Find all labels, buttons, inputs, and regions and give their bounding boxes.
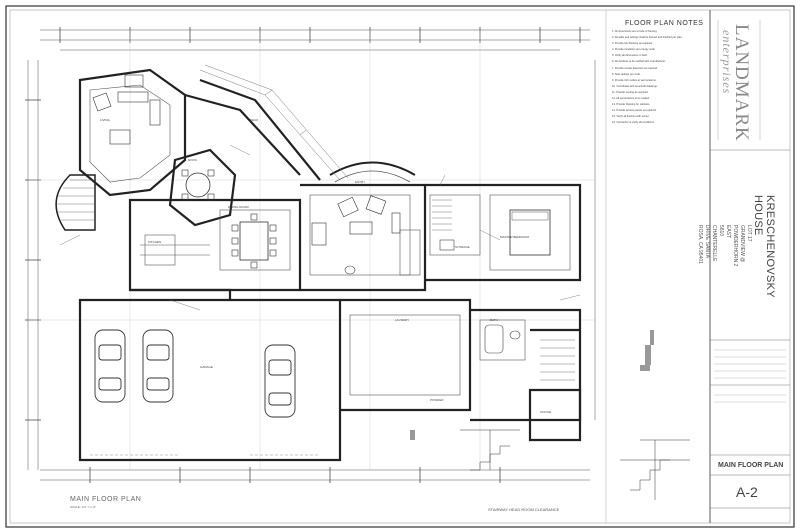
note-item: 13. Provide blocking for cabinets.	[612, 103, 651, 107]
room-label: ENTRY	[355, 180, 366, 184]
room-label: POWDER	[430, 398, 444, 402]
room-label: BATH	[490, 318, 498, 322]
note-item: 7. Provide smoke detectors as required.	[612, 66, 658, 70]
room-label: NOOK	[188, 158, 197, 162]
sheet-number: A-2	[736, 484, 758, 500]
stair-note: STAIRWAY HEAD ROOM CLEARANCE	[488, 507, 560, 512]
note-item: 15. Verify all finishes with owner.	[612, 115, 650, 119]
room-label: LIVING	[100, 118, 110, 122]
note-item: 2. All walls and ceilings shall be frame…	[612, 36, 683, 40]
notes-list: 1. All dimensions are to face of framing…	[612, 30, 704, 128]
brand-logo-sub: enterprises	[720, 30, 734, 95]
note-item: 1. All dimensions are to face of framing…	[612, 30, 658, 33]
note-item: 16. Contractor to verify all conditions.	[612, 121, 655, 125]
note-item: 11. Provide venting as required.	[612, 90, 649, 94]
project-name: KRESCHENOVSKY HOUSE	[752, 195, 776, 298]
note-item: 12. All penetrations to be sealed.	[612, 97, 650, 101]
notes-title: FLOOR PLAN NOTES	[625, 20, 704, 27]
note-item: 6. All windows to be verified with manuf…	[612, 60, 666, 64]
room-label: STORAGE	[455, 245, 470, 249]
room-label: KITCHEN	[148, 240, 162, 244]
address-line-2: 5810 CHANTERELLE DRIVE SANTA ROSA, CA 95…	[697, 225, 724, 264]
plan-title: MAIN FLOOR PLAN	[70, 496, 142, 503]
note-item: 5. Verify all dimensions in field.	[612, 54, 648, 58]
project-address: LOT 17 GRANDVIEW @ POWDERHORN 2 EAST 581…	[696, 225, 752, 273]
note-item: 14. Provide access panels as required.	[612, 109, 657, 113]
room-label: OFFICE	[540, 410, 551, 414]
room-label: DECK	[250, 118, 259, 122]
note-item: 3. Provide fire blocking as required.	[612, 42, 653, 46]
sheet-title: MAIN FLOOR PLAN	[718, 462, 784, 469]
note-item: 10. Coordinate with structural drawings.	[612, 84, 658, 88]
note-item: 4. Provide insulation per energy code.	[612, 48, 656, 52]
note-item: 8. Stair railings per code.	[612, 72, 641, 76]
room-label: DINING ROOM	[228, 205, 249, 209]
address-line-1: LOT 17 GRANDVIEW @ POWDERHORN 2 EAST	[725, 225, 752, 267]
room-label: LAUNDRY	[395, 318, 410, 322]
room-label: GARAGE	[200, 365, 213, 369]
note-item: 9. Provide GFI outlets at wet locations.	[612, 78, 657, 82]
plan-scale: SCALE: 1/4" = 1'-0"	[70, 505, 97, 509]
room-label: MASTER BEDROOM	[500, 235, 529, 239]
